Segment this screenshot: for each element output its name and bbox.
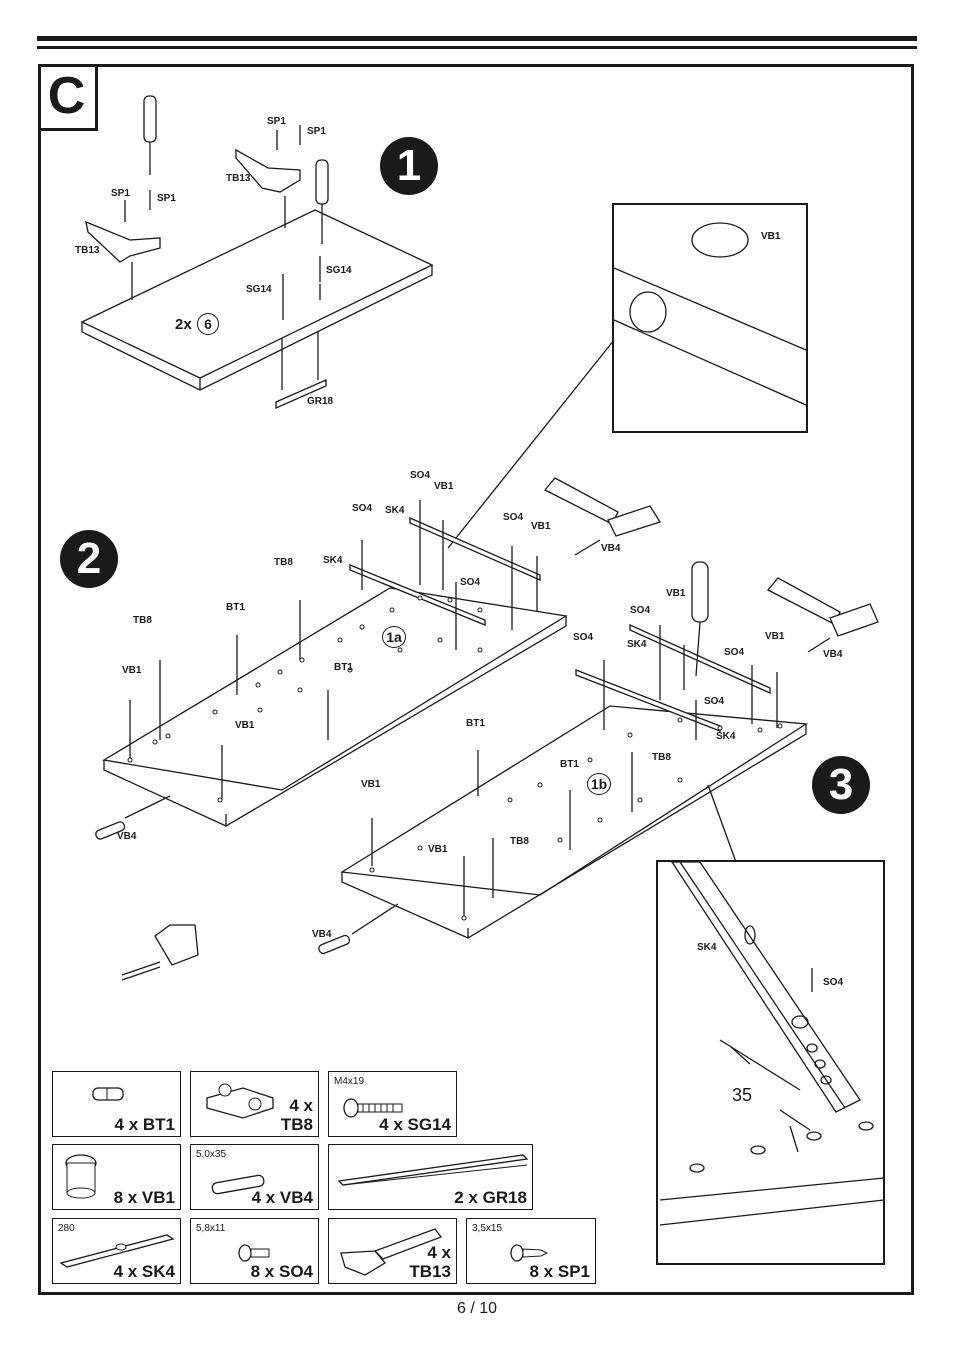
label-vb1: VB1 [122,665,142,676]
label-vb1: VB1 [761,231,781,242]
label-bt1: BT1 [560,759,579,770]
measurement-value: 35 [732,1085,753,1105]
drawer-slide-icon [59,1234,175,1268]
label-sp1: SP1 [111,188,130,199]
part-card-tb13: 4 x TB13 [328,1218,457,1284]
label-so4: SO4 [704,696,725,707]
quantity-circle: 6 [197,313,219,335]
label-vb1: VB1 [235,720,255,731]
label-vb4: VB4 [601,543,621,554]
instruction-frame [38,64,914,1295]
part-count: 4 x BT1 [114,1115,175,1134]
label-vb4: VB4 [823,649,843,660]
label-sk4: SK4 [627,639,647,650]
dowel-pin-icon [92,1087,124,1101]
panel-1a-marker: 1a [382,626,406,648]
part-count-line2: TB13 [409,1262,451,1281]
part-card-bt1: 4 x BT1 [52,1071,181,1137]
part-count: 8 x SO4 [250,1262,313,1281]
part-count-line1: 4 x [289,1096,313,1115]
label-tb8: TB8 [510,836,529,847]
step-1-badge: 1 [380,137,438,195]
label-so4: SO4 [823,977,844,988]
connector-bracket-icon [206,1083,274,1119]
step-2-badge: 2 [60,530,118,588]
label-so4: SO4 [460,577,481,588]
label-vb1: VB1 [666,588,686,599]
label-sk4: SK4 [716,731,736,742]
label-vb1: VB1 [434,481,454,492]
detail-zoom-drawer-slide [656,860,885,1265]
label-sp1: SP1 [267,116,286,127]
label-sk4: SK4 [697,942,717,953]
label-bt1: BT1 [334,662,353,673]
label-sp1: SP1 [307,126,326,137]
handle-rail-icon [337,1154,529,1186]
part-dimension: M4x19 [334,1076,365,1087]
part-card-vb1: 8 x VB1 [52,1144,181,1210]
label-vb1: VB1 [765,631,785,642]
label-so4: SO4 [724,647,745,658]
label-bt1: BT1 [466,718,485,729]
part-count: 8 x SP1 [529,1262,591,1281]
panel-1b-marker: 1b [587,773,611,795]
part-card-so4: 5,8x11 8 x SO4 [190,1218,319,1284]
header-rule-thin [37,46,917,49]
part-dimension: 5,8x11 [196,1223,226,1234]
label-vb4: VB4 [117,831,137,842]
header-rule-thick [37,36,917,41]
label-so4: SO4 [573,632,594,643]
label-so4: SO4 [630,605,651,616]
step-3-badge: 3 [812,756,870,814]
part-dimension: 5,0x35 [196,1149,227,1160]
label-vb1: VB1 [531,521,551,532]
part-dimension: 3,5x15 [472,1223,503,1234]
section-letter: C [38,64,98,131]
wood-screw-icon [510,1244,549,1262]
label-sg14: SG14 [246,284,272,295]
hinge-icon [340,1228,443,1276]
part-count: 4 x SG14 [379,1115,451,1134]
part-count: 4 x SK4 [113,1262,175,1281]
label-tb8: TB8 [133,615,152,626]
label-tb8: TB8 [652,752,671,763]
detail-zoom-cam-lock [612,203,808,433]
part-card-gr18: 2 x GR18 [328,1144,533,1210]
part-card-sg14: M4x19 4 x SG14 [328,1071,457,1137]
label-so4: SO4 [503,512,524,523]
label-sk4: SK4 [323,555,343,566]
part-card-vb4: 5,0x35 4 x VB4 [190,1144,319,1210]
part-card-tb8: 4 x TB8 [190,1071,319,1137]
label-sk4: SK4 [385,505,405,516]
cam-lock-icon [65,1154,97,1199]
part-count: 2 x GR18 [454,1188,527,1207]
label-vb1: VB1 [361,779,381,790]
machine-screw-icon [343,1098,403,1118]
label-vb4: VB4 [312,929,332,940]
label-tb8: TB8 [274,557,293,568]
label-gr18: GR18 [307,396,334,407]
label-bt1: BT1 [226,602,245,613]
label-sp1: SP1 [157,193,176,204]
part-card-sp1: 3,5x15 8 x SP1 [466,1218,596,1284]
label-so4: SO4 [410,470,431,481]
part-dimension: 280 [58,1223,75,1234]
label-sg14: SG14 [326,265,352,276]
quantity-prefix: 2x [175,316,192,333]
label-so4: SO4 [352,503,373,514]
part-count-line2: TB8 [280,1115,313,1134]
part-count: 8 x VB1 [113,1188,175,1207]
wood-dowel-icon [211,1174,265,1195]
short-screw-icon [238,1244,270,1262]
part-card-sk4: 280 4 x SK4 [52,1218,181,1284]
label-vb1: VB1 [428,844,448,855]
label-tb13: TB13 [75,245,100,256]
page-number: 6 / 10 [456,1300,498,1317]
part-count-line1: 4 x [427,1243,451,1262]
part-count: 4 x VB4 [251,1188,313,1207]
label-tb13: TB13 [226,173,251,184]
